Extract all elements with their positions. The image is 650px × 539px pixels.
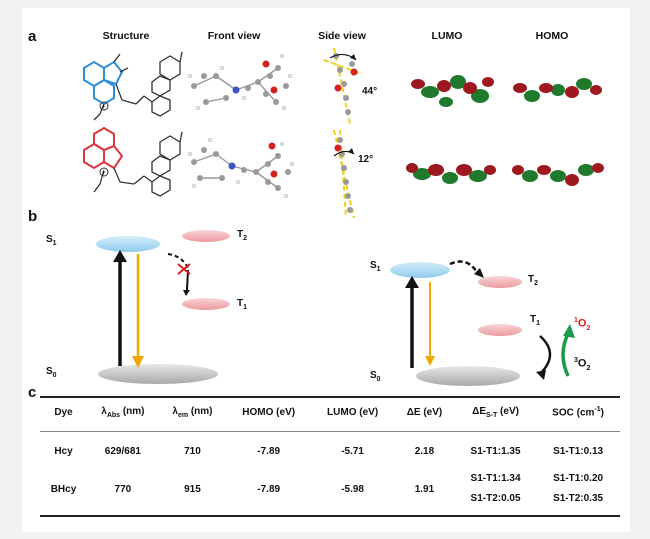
col-structure: Structure bbox=[102, 30, 150, 42]
right-t1-level bbox=[478, 324, 522, 336]
bhcy-torsion-angle: 12° bbox=[358, 154, 374, 165]
right-isc-arrow bbox=[449, 260, 480, 275]
cell-delta-est: S1-T1:1.35 bbox=[470, 446, 521, 457]
delta-est-s1-t1: S1-T1:1.34 bbox=[470, 473, 521, 484]
panel-b-label: b bbox=[28, 208, 38, 225]
left-t2-level bbox=[182, 230, 230, 242]
col-lumo: LUMO bbox=[431, 30, 463, 42]
header-homo: HOMO (eV) bbox=[226, 396, 312, 432]
cell-delta-e: 1.91 bbox=[393, 463, 455, 517]
bhcy-lumo-orbital bbox=[406, 163, 496, 184]
bhcy-front-view-model bbox=[187, 137, 295, 199]
left-t2-label: T2 bbox=[237, 229, 248, 242]
header-delta-est: ΔES-T (eV) bbox=[454, 396, 537, 432]
hcy-lumo-orbital bbox=[411, 75, 494, 107]
right-s0-label: S0 bbox=[370, 370, 381, 383]
table-row: Hcy 629/681 710 -7.89 -5.71 2.18 S1-T1:1… bbox=[40, 432, 620, 464]
table-header-row: Dye λAbs (nm) λem (nm) HOMO (eV) LUMO (e… bbox=[40, 396, 620, 432]
svg-text:+: + bbox=[102, 105, 106, 111]
cell-abs: 629/681 bbox=[104, 446, 141, 457]
cell-soc: S1-T1:0.20 S1-T2:0.35 bbox=[536, 463, 620, 517]
bhcy-homo-orbital bbox=[512, 163, 604, 186]
hcy-homo-orbital bbox=[513, 78, 602, 102]
soc-s1-t2: S1-T2:0.35 bbox=[553, 493, 604, 504]
right-t2-level bbox=[478, 276, 522, 288]
cell-abs: 770 bbox=[87, 463, 159, 517]
bhcy-side-view-model bbox=[333, 129, 355, 219]
left-s1-label: S1 bbox=[46, 234, 57, 247]
figure: a Structure Front view Side view LUMO HO… bbox=[22, 8, 630, 532]
left-t1-label: T1 bbox=[237, 298, 248, 311]
left-t1-level bbox=[182, 298, 230, 310]
svg-text:+: + bbox=[102, 171, 106, 177]
cell-homo: -7.89 bbox=[226, 463, 312, 517]
right-t1-label: T1 bbox=[530, 314, 541, 327]
cell-dye: BHcy bbox=[40, 463, 87, 517]
hcy-side-view-model bbox=[323, 47, 363, 125]
left-blocked-isc-arrow bbox=[167, 253, 189, 269]
jablonski-diagrams bbox=[96, 230, 575, 386]
right-t2-label: T2 bbox=[528, 274, 539, 287]
header-soc: SOC (cm-1) bbox=[536, 396, 620, 432]
header-delta-e: ΔE (eV) bbox=[393, 396, 455, 432]
oxygen-conversion-arrow bbox=[561, 333, 570, 377]
cell-lumo: -5.98 bbox=[311, 463, 394, 517]
energy-transfer-arrow bbox=[539, 335, 552, 375]
singlet-oxygen-label: 1O2 bbox=[574, 317, 591, 332]
panel-a-label: a bbox=[28, 28, 37, 45]
cell-dye: Hcy bbox=[54, 446, 73, 457]
triplet-oxygen-label: 3O2 bbox=[574, 357, 591, 372]
hcy-torsion-angle: 44° bbox=[362, 86, 378, 97]
left-s0-label: S0 bbox=[46, 366, 57, 379]
left-s1-level bbox=[96, 236, 160, 252]
left-s0-level bbox=[98, 364, 218, 384]
cell-lumo: -5.71 bbox=[341, 446, 364, 457]
cell-delta-e: 2.18 bbox=[414, 446, 435, 457]
header-dye: Dye bbox=[40, 396, 87, 432]
cell-soc: S1-T1:0.13 bbox=[553, 446, 604, 457]
header-lumo: LUMO (eV) bbox=[311, 396, 394, 432]
col-front-view: Front view bbox=[207, 30, 261, 42]
col-homo: HOMO bbox=[535, 30, 569, 42]
col-side-view: Side view bbox=[318, 30, 366, 42]
right-s1-level bbox=[390, 262, 450, 278]
hcy-structure: + bbox=[83, 51, 183, 121]
cell-em: 915 bbox=[158, 463, 227, 517]
right-s1-label: S1 bbox=[370, 260, 381, 273]
bhcy-structure: + bbox=[83, 126, 183, 197]
header-em: λem (nm) bbox=[158, 396, 227, 432]
cell-em: 710 bbox=[184, 446, 201, 457]
delta-est-s1-t2: S1-T2:0.05 bbox=[470, 493, 521, 504]
panel-c-label: c bbox=[28, 384, 37, 401]
header-abs: λAbs (nm) bbox=[87, 396, 159, 432]
photophysical-properties-table: Dye λAbs (nm) λem (nm) HOMO (eV) LUMO (e… bbox=[40, 396, 620, 517]
right-s0-level bbox=[416, 366, 520, 386]
soc-s1-t1: S1-T1:0.20 bbox=[553, 473, 604, 484]
cell-homo: -7.89 bbox=[257, 446, 281, 457]
cell-delta-est: S1-T1:1.34 S1-T2:0.05 bbox=[454, 463, 537, 517]
table-row: BHcy 770 915 -7.89 -5.98 1.91 S1-T1:1.34… bbox=[40, 463, 620, 517]
hcy-front-view-model bbox=[187, 53, 293, 111]
